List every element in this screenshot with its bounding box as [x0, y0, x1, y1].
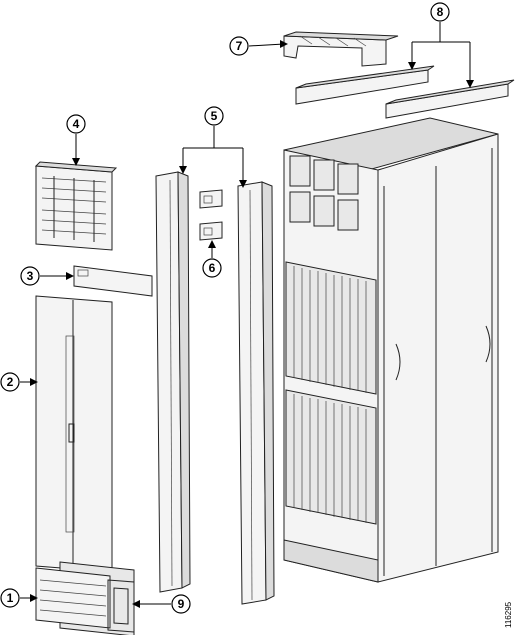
left-side-rail	[155, 171, 191, 593]
callout-1-label: 1	[7, 591, 14, 605]
bottom-filter-frame	[107, 579, 135, 633]
callout-8-label: 8	[437, 5, 444, 19]
figure-id: 116295	[504, 601, 513, 628]
small-brackets	[199, 189, 223, 241]
callout-2-label: 2	[7, 375, 14, 389]
top-air-filter	[34, 161, 118, 251]
top-cable-cover	[283, 31, 399, 67]
callout-9: 9	[171, 594, 191, 614]
callout-7-label: 7	[236, 39, 243, 53]
callout-4: 4	[66, 114, 86, 134]
callout-1: 1	[0, 588, 20, 608]
callout-5-label: 5	[211, 109, 218, 123]
callout-6-label: 6	[209, 261, 216, 275]
callout-6: 6	[202, 258, 222, 278]
leader-lines	[20, 22, 474, 608]
callout-4-label: 4	[73, 117, 80, 131]
callout-8: 8	[430, 2, 450, 22]
top-trim-bars	[295, 65, 515, 119]
bottom-air-filter	[35, 561, 135, 635]
main-chassis	[283, 117, 499, 583]
callout-2: 2	[0, 372, 20, 392]
right-side-rail	[237, 181, 275, 605]
callout-7: 7	[229, 36, 249, 56]
front-door	[35, 295, 113, 573]
callout-3: 3	[20, 266, 40, 286]
callout-3-label: 3	[27, 269, 34, 283]
callout-9-label: 9	[178, 597, 185, 611]
callout-5: 5	[204, 106, 224, 126]
label-strip	[73, 265, 153, 297]
